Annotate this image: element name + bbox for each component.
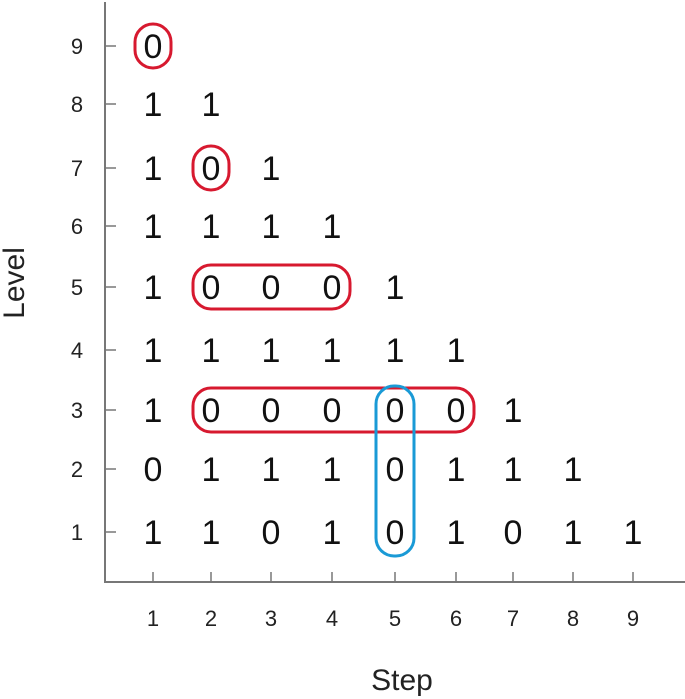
cell-value: 0 (202, 150, 221, 188)
cell-value: 1 (624, 514, 643, 552)
x-tick-label: 1 (147, 606, 159, 631)
cell-value: 1 (144, 514, 163, 552)
cell-value: 1 (144, 86, 163, 124)
cell-value: 1 (262, 150, 281, 188)
cell-value: 0 (447, 392, 466, 430)
row-highlight-outline (191, 263, 352, 311)
y-tick-label: 9 (71, 34, 83, 59)
row-highlight-outline (191, 144, 231, 192)
cell-value: 1 (564, 451, 583, 489)
cell-value: 1 (144, 150, 163, 188)
cell-value: 1 (202, 451, 221, 489)
cell-value: 0 (323, 392, 342, 430)
cell-value: 1 (144, 332, 163, 370)
cell-value: 0 (386, 451, 405, 489)
x-tick-label: 5 (389, 606, 401, 631)
cell-value: 0 (144, 451, 163, 489)
row-highlight-outline (133, 22, 173, 70)
y-axis-label: Level (0, 247, 31, 319)
cell-value: 0 (386, 392, 405, 430)
cell-value: 1 (386, 269, 405, 307)
y-tick-label: 7 (71, 156, 83, 181)
column-highlight-outline (374, 384, 416, 558)
cell-value: 0 (202, 392, 221, 430)
cell-value: 1 (504, 392, 523, 430)
cell-value: 1 (323, 208, 342, 246)
y-tick-label: 6 (71, 214, 83, 239)
highlight-outlines (133, 22, 476, 558)
cell-value: 1 (144, 269, 163, 307)
x-axis-ticks: 1 2 3 4 5 6 7 8 9 (147, 572, 639, 631)
cell-value: 1 (447, 514, 466, 552)
y-tick-label: 4 (71, 338, 83, 363)
x-tick-label: 2 (205, 606, 217, 631)
cell-value: 1 (386, 332, 405, 370)
x-tick-label: 4 (326, 606, 338, 631)
y-tick-label: 2 (71, 457, 83, 482)
y-tick-label: 5 (71, 275, 83, 300)
row-highlight-outline (191, 386, 476, 434)
cell-value: 0 (202, 269, 221, 307)
cell-value: 0 (386, 514, 405, 552)
cell-value: 1 (202, 208, 221, 246)
cell-value: 1 (447, 451, 466, 489)
y-tick-label: 3 (71, 398, 83, 423)
cell-value: 1 (323, 451, 342, 489)
x-tick-label: 6 (450, 606, 462, 631)
cell-value: 0 (262, 392, 281, 430)
cell-value: 1 (262, 451, 281, 489)
x-tick-label: 3 (265, 606, 277, 631)
x-axis-label: Step (371, 664, 433, 697)
cell-value: 1 (447, 332, 466, 370)
cell-value: 1 (202, 332, 221, 370)
cell-value: 1 (202, 86, 221, 124)
cell-value: 1 (262, 332, 281, 370)
cell-value: 0 (262, 269, 281, 307)
cell-value: 1 (202, 514, 221, 552)
y-axis-ticks: 1 2 3 4 5 6 7 8 9 (71, 34, 116, 545)
cell-value: 1 (323, 332, 342, 370)
x-tick-label: 7 (507, 606, 519, 631)
cell-value: 0 (504, 514, 523, 552)
cell-value: 1 (262, 208, 281, 246)
cell-value: 1 (504, 451, 523, 489)
cell-value: 1 (144, 392, 163, 430)
cell-value: 1 (144, 208, 163, 246)
y-tick-label: 1 (71, 520, 83, 545)
cell-value: 0 (323, 269, 342, 307)
cell-value: 0 (144, 28, 163, 66)
x-tick-label: 9 (627, 606, 639, 631)
cell-value: 0 (262, 514, 281, 552)
cell-value: 1 (323, 514, 342, 552)
y-tick-label: 8 (71, 92, 83, 117)
x-tick-label: 8 (567, 606, 579, 631)
cell-value: 1 (564, 514, 583, 552)
